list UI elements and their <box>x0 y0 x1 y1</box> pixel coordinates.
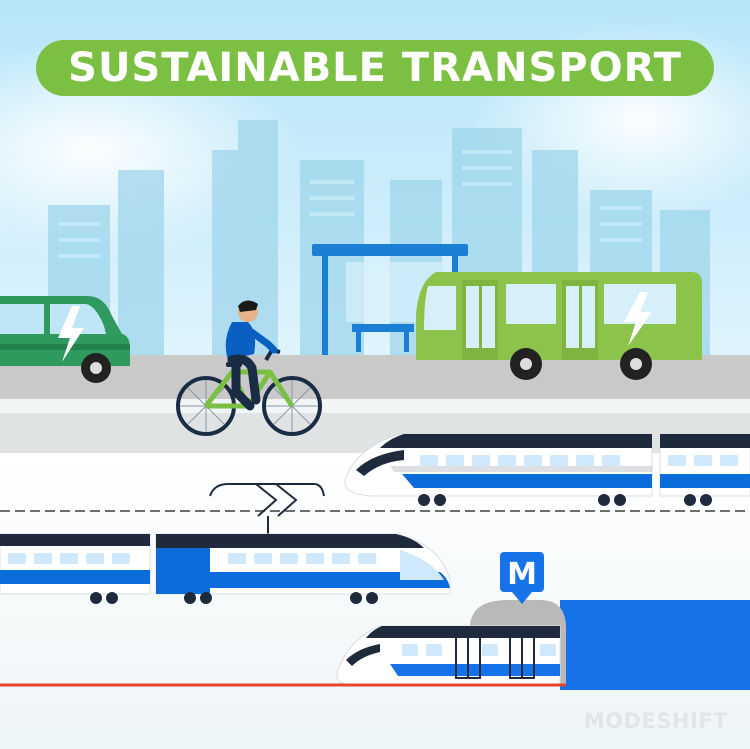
metro-train <box>336 625 561 685</box>
page-title: SUSTAINABLE TRANSPORT <box>68 45 682 91</box>
tram-pantograph <box>209 483 325 534</box>
brand-watermark: MODESHIFT <box>583 709 728 733</box>
electric-car <box>0 296 130 383</box>
sidewalk <box>0 399 750 413</box>
high-speed-train <box>344 433 750 506</box>
lightning-bolt-icon <box>58 306 84 362</box>
metro-m-sign-icon: M <box>500 552 544 604</box>
metro-sign-letter: M <box>507 557 537 592</box>
lightning-bolt-icon <box>624 292 652 346</box>
electric-tram <box>0 533 451 604</box>
skyline-windows <box>58 150 642 258</box>
cyclist <box>176 300 322 436</box>
electric-bus <box>416 272 702 380</box>
title-banner: SUSTAINABLE TRANSPORT <box>36 40 714 96</box>
metro-tunnel <box>470 600 750 690</box>
